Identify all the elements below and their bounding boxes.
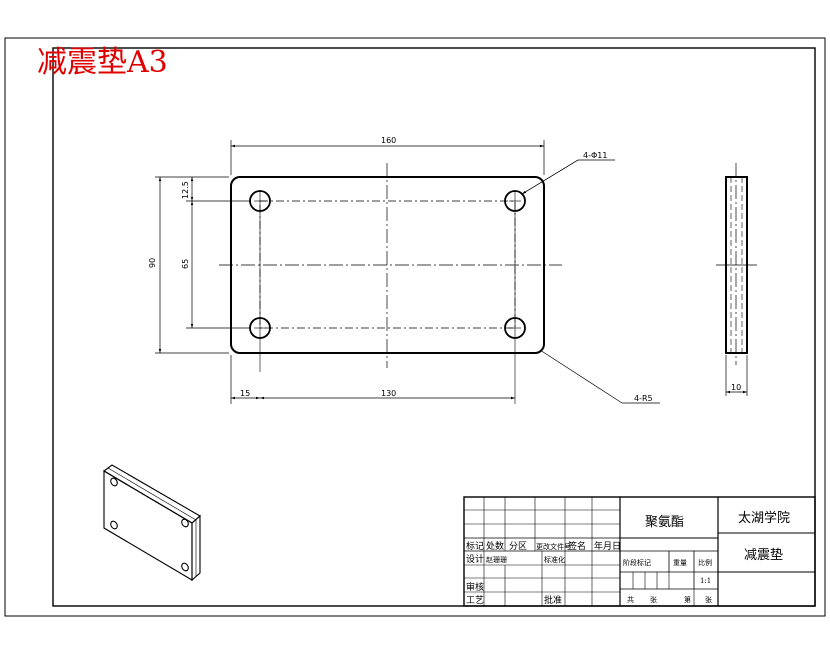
side-view bbox=[716, 163, 757, 396]
tb-process: 工艺 bbox=[466, 595, 484, 606]
tb-weight: 重量 bbox=[673, 559, 687, 567]
tb-material: 聚氨酯 bbox=[645, 515, 684, 530]
sheet-title: 减震垫A3 bbox=[37, 45, 168, 80]
tb-page: 第 bbox=[684, 595, 691, 604]
dim-hole-offset-y: 12.5 bbox=[181, 181, 190, 199]
dim-height: 90 bbox=[148, 258, 157, 268]
tb-review: 审核 bbox=[466, 581, 484, 593]
tb-change-doc: 更改文件号 bbox=[536, 542, 571, 551]
outer-border bbox=[4, 37, 826, 617]
tb-zone: 分区 bbox=[509, 541, 527, 552]
tb-date: 年月日 bbox=[594, 540, 621, 552]
plate-outline bbox=[230, 176, 545, 354]
tb-approve: 批准 bbox=[544, 594, 562, 606]
tb-design: 设计 bbox=[466, 553, 484, 565]
tb-part-name: 减震垫 bbox=[744, 547, 783, 563]
hole-bottom-right bbox=[504, 317, 526, 339]
tb-scale: 1:1 bbox=[700, 577, 711, 585]
tb-stage-mark: 阶段标记 bbox=[623, 558, 651, 567]
tb-standardize: 标准化 bbox=[544, 555, 565, 564]
dim-hole-offset-x: 15 bbox=[240, 389, 250, 398]
tb-signature: 签名 bbox=[568, 540, 586, 552]
title-block bbox=[463, 496, 816, 607]
tb-school: 太湖学院 bbox=[738, 510, 790, 526]
tb-sheets: 张 bbox=[650, 595, 657, 604]
inner-frame bbox=[52, 47, 816, 607]
isometric-view bbox=[103, 464, 201, 582]
hole-top-right bbox=[504, 190, 526, 212]
tb-ratio: 比例 bbox=[698, 558, 712, 567]
corner-callout: 4-R5 bbox=[634, 394, 653, 403]
dim-hole-spacing-x: 130 bbox=[381, 389, 396, 398]
tb-designer: 赵珊珊 bbox=[486, 555, 507, 564]
dim-thickness: 10 bbox=[731, 383, 741, 392]
front-view bbox=[219, 163, 562, 404]
dim-width: 160 bbox=[381, 136, 396, 145]
tb-count: 处数 bbox=[486, 540, 504, 552]
tb-sheet-unit: 张 bbox=[705, 595, 712, 604]
front-dimensions bbox=[155, 140, 660, 404]
tb-total: 共 bbox=[627, 595, 634, 604]
hole-callout: 4-Φ11 bbox=[583, 151, 607, 160]
dim-hole-spacing-y: 65 bbox=[181, 259, 190, 269]
tb-mark: 标记 bbox=[466, 540, 484, 552]
